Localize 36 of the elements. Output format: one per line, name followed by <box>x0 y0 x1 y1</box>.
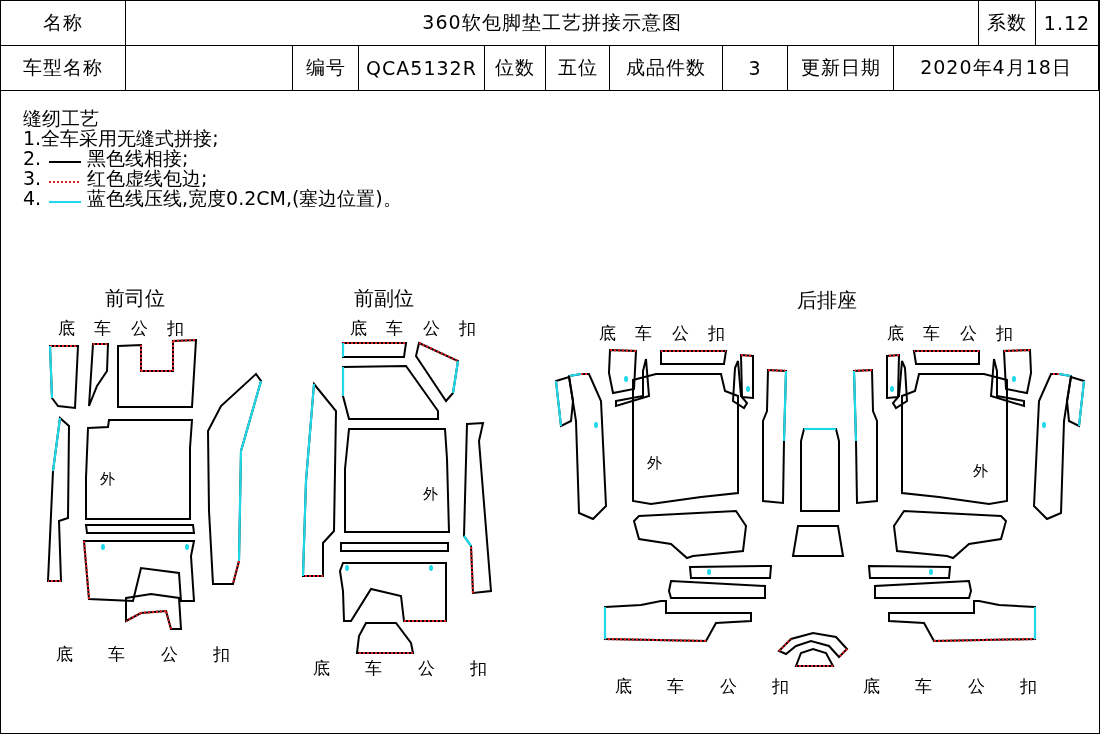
value-cell: 3 <box>723 46 788 91</box>
header-cell: 车型名称 <box>1 46 126 91</box>
note-heading: 缝纫工艺 <box>23 108 99 128</box>
value-cell: 2020年4月18日 <box>894 46 1099 91</box>
side-label: 底 车 公 扣 <box>887 323 1014 343</box>
value-cell: 1.12 <box>1036 1 1099 46</box>
section-title: 前副位 <box>354 288 414 308</box>
note-number: 2. <box>23 148 42 168</box>
side-label: 底 车 公 扣 <box>58 318 185 338</box>
note-number: 3. <box>23 168 42 188</box>
header-cell: 更新日期 <box>788 46 894 91</box>
side-label: 底 车 公 扣 <box>350 318 477 338</box>
side-label: 底 车 公 扣 <box>599 323 726 343</box>
legend-text: 红色虚线包边; <box>87 168 208 188</box>
side-label: 底 车 公 扣 <box>863 676 1038 696</box>
piece-label: 外 <box>973 462 988 481</box>
section-title: 后排座 <box>797 290 857 310</box>
legend-text: 黑色线相接; <box>87 148 189 168</box>
side-label: 底 车 公 扣 <box>56 644 231 664</box>
side-label: 底 车 公 扣 <box>313 658 488 678</box>
value-cell: 五位 <box>546 46 610 91</box>
header-cell: 成品件数 <box>610 46 723 91</box>
header-cell: 编号 <box>293 46 359 91</box>
piece-label: 外 <box>423 485 438 504</box>
header-cell: 位数 <box>485 46 546 91</box>
legend-text: 蓝色线压线,宽度0.2CM,(塞边位置)。 <box>87 188 402 208</box>
header-cell: 名称 <box>1 1 126 46</box>
note-number: 4. <box>23 188 42 208</box>
side-label: 底 车 公 扣 <box>615 676 790 696</box>
title-cell: 360软包脚垫工艺拼接示意图 <box>126 1 979 46</box>
note-text: 1.全车采用无缝式拼接; <box>23 128 219 148</box>
piece-label: 外 <box>647 454 662 473</box>
piece-label: 外 <box>100 470 115 489</box>
header-cell: 系数 <box>979 1 1036 46</box>
section-title: 前司位 <box>105 288 165 308</box>
value-cell: QCA5132R <box>359 46 485 91</box>
